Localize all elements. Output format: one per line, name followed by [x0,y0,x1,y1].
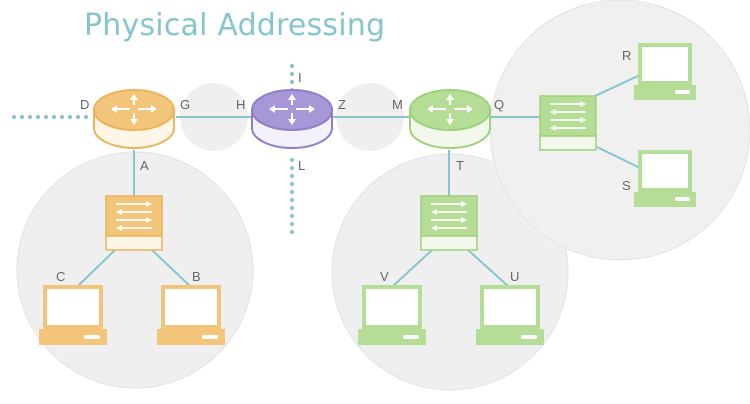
link-switch-s [594,145,641,169]
router-center [251,89,333,149]
label-u: U [510,269,519,284]
label-d: D [80,97,89,112]
links [77,74,641,287]
router-left [93,89,175,149]
label-h: H [236,97,245,112]
label-v: V [380,269,389,284]
switch-right [539,95,597,151]
label-q: Q [494,97,504,112]
label-s: S [622,178,631,193]
label-i: I [298,70,302,85]
switch-left [105,195,163,251]
link-switch-u [467,249,509,287]
diagram-title: Physical Addressing [84,8,386,43]
dotted-links [12,64,294,240]
label-a: A [140,158,149,173]
computer-r [634,43,696,100]
label-g: G [180,97,190,112]
link-switch-c [77,249,116,287]
label-b: B [192,269,201,284]
link-switch-b [151,249,191,287]
interface-labels: D G H I L Z M Q A T C B V U R S [56,48,631,284]
link-switch-v [392,249,433,287]
label-m: M [392,97,403,112]
router-right [409,89,491,149]
label-c: C [56,269,65,284]
label-l: L [298,158,305,173]
label-r: R [622,48,631,63]
region-right-lan [489,0,750,261]
label-z: Z [338,97,346,112]
switch-middle [420,195,478,251]
link-switch-r [594,74,641,97]
label-t: T [456,158,464,173]
computer-s [634,150,696,207]
computer-c [39,285,107,345]
computer-v [358,285,426,345]
computer-u [476,285,544,345]
computer-b [157,285,225,345]
